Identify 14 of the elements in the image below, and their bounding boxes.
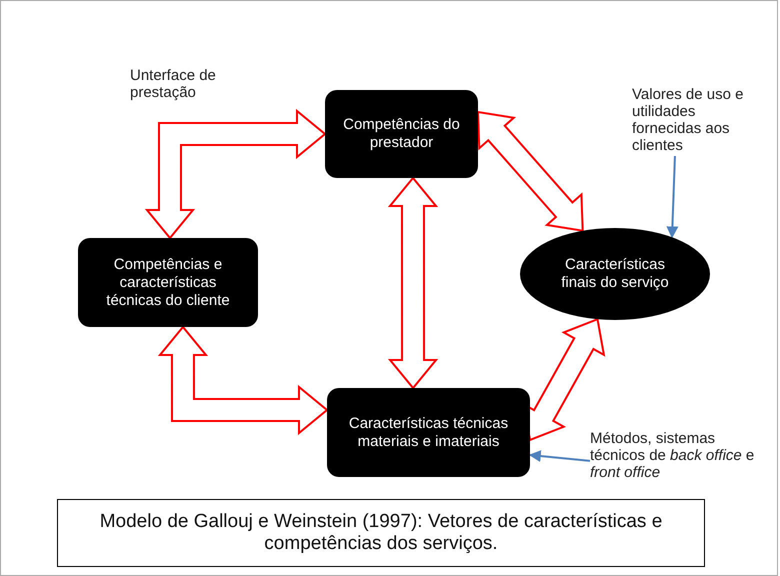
double-block-arrow	[388, 176, 438, 390]
double-block-arrow	[144, 108, 327, 240]
process-box: Competências e características técnicas do cliente	[78, 238, 258, 327]
interface-label: Unterface de prestação	[130, 67, 217, 101]
double-block-arrow	[476, 110, 584, 232]
caption: Modelo de Gallouj e Weinstein (1997): Vetores de características e competências dos serviços.	[98, 511, 664, 555]
result-ellipse: Características finais do serviço	[520, 228, 710, 320]
annotation-text: Valores de uso e utilidades fornecidas aos clientes	[632, 86, 750, 156]
process-box: Competências do prestador	[325, 90, 478, 178]
process-box: Características técnicas materiais e imateriais	[327, 388, 530, 477]
arrow	[528, 450, 590, 462]
arrow	[666, 156, 678, 238]
double-block-arrow	[158, 325, 329, 436]
annotation-text: Métodos, sistemas técnicos de back office e front office	[590, 430, 760, 484]
